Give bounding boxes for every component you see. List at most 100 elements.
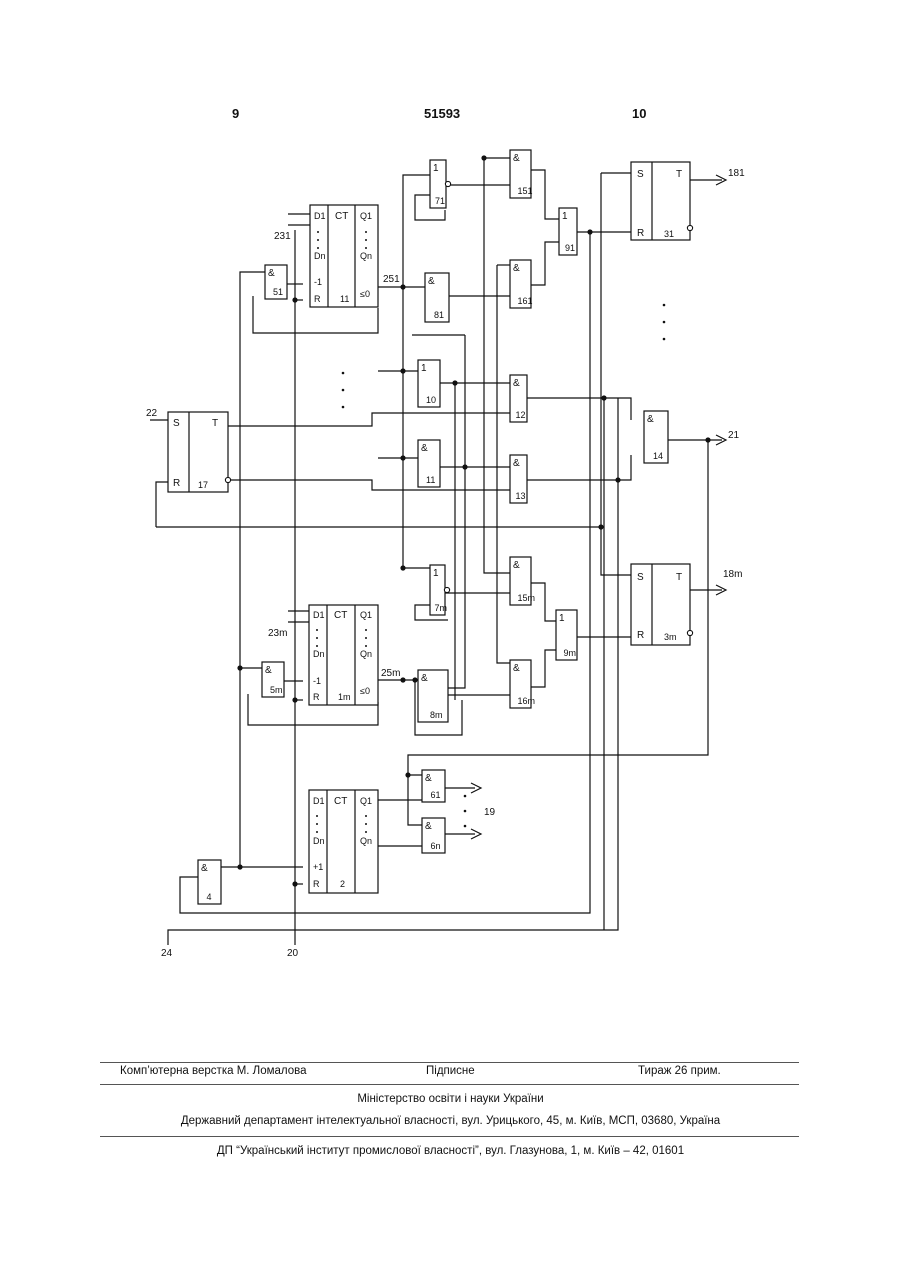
counter-bottom-pin-q1: Q1: [360, 796, 372, 806]
gate-13-label: 13: [516, 491, 526, 501]
footer-department: Державний департамент інтелектуальної вл…: [0, 1115, 901, 1127]
gate-91-symbol: 1: [562, 211, 568, 222]
terminal-23m: 23m: [268, 628, 287, 639]
gate-71-inversion: [445, 181, 450, 186]
counter-top-pin-le0: ≤0: [360, 289, 370, 299]
gate-7m-label: 7m: [435, 603, 448, 613]
footer-signed: Підписне: [426, 1065, 475, 1077]
gate-16m-symbol: &: [513, 663, 520, 674]
gate-4-label: 4: [207, 892, 212, 902]
counter-top-pin-qn: Qn: [360, 251, 372, 261]
trigger-3m-label: 3m: [664, 632, 677, 642]
gate-91-label: 91: [565, 243, 575, 253]
terminal-24: 24: [161, 948, 173, 959]
terminal-21: 21: [728, 430, 740, 441]
gate-151-label: 151: [518, 186, 533, 196]
gate-10-symbol: 1: [421, 363, 427, 374]
counter-top-label: 11: [340, 294, 349, 304]
gate-11-label: 11: [426, 475, 435, 485]
trigger-31-r: R: [637, 228, 644, 239]
trigger-17-label: 17: [198, 480, 208, 490]
counter-top-title: CT: [335, 211, 348, 222]
gate-8m-symbol: &: [421, 673, 428, 684]
footer-rule-1: [100, 1062, 799, 1063]
gate-6n-label: 6n: [431, 841, 441, 851]
trigger-31-label: 31: [664, 229, 674, 239]
counter-mid-pin-r: R: [313, 692, 320, 702]
circuit-schematic: D1 Dn -1 R CT 11 Q1 Qn ≤0 D1 Dn -1 R CT …: [0, 0, 901, 1000]
gate-14-symbol: &: [647, 414, 654, 425]
trigger-31-s: S: [637, 169, 644, 180]
junction-dots: [237, 155, 710, 886]
trigger-17-t: T: [212, 418, 218, 429]
gate-71-symbol: 1: [433, 163, 439, 174]
gate-161-label: 161: [518, 296, 533, 306]
gate-4-symbol: &: [201, 863, 208, 874]
gate-7m-inversion: [444, 587, 449, 592]
footer-ministry: Міністерство освіти і науки України: [0, 1093, 901, 1105]
trigger-17-s: S: [173, 418, 180, 429]
footer-institute: ДП “Український інститут промислової вла…: [0, 1145, 901, 1157]
counter-mid-pin-le0: ≤0: [360, 686, 370, 696]
gate-161-symbol: &: [513, 263, 520, 274]
gate-151-symbol: &: [513, 153, 520, 164]
trigger-3m-r: R: [637, 630, 644, 641]
gate-12-symbol: &: [513, 378, 520, 389]
counter-top-pin-q1: Q1: [360, 211, 372, 221]
gate-81-symbol: &: [428, 276, 435, 287]
terminal-22: 22: [146, 408, 158, 419]
gate-7m-symbol: 1: [433, 568, 439, 579]
counter-top-pin-minus1: -1: [314, 277, 322, 287]
terminal-20: 20: [287, 948, 299, 959]
counter-mid-label: 1m: [338, 692, 351, 702]
gate-12-label: 12: [516, 410, 526, 420]
counter-mid-pin-minus1: -1: [313, 676, 321, 686]
counter-mid-title: CT: [334, 610, 347, 621]
counter-top-pin-r: R: [314, 294, 321, 304]
gate-11-symbol: &: [421, 443, 428, 454]
gate-5m-label: 5m: [270, 685, 283, 695]
gate-10-label: 10: [426, 395, 436, 405]
terminal-18m: 18m: [723, 569, 742, 580]
gate-6n-symbol: &: [425, 821, 432, 832]
trigger-3m-t: T: [676, 572, 682, 583]
counter-bottom-pin-plus1: +1: [313, 862, 323, 872]
footer-typesetting: Комп’ютерна верстка М. Ломалова: [120, 1065, 307, 1077]
counter-bottom-pin-r: R: [313, 879, 320, 889]
counter-mid-pin-q1: Q1: [360, 610, 372, 620]
ellipsis-dots: [316, 231, 665, 833]
trigger-31-t: T: [676, 169, 682, 180]
terminal-19: 19: [484, 807, 496, 818]
counter-mid-pin-dn: Dn: [313, 649, 325, 659]
counter-mid-pin-qn: Qn: [360, 649, 372, 659]
terminal-181: 181: [728, 168, 745, 179]
gate-15m-label: 15m: [518, 593, 536, 603]
footer-rule-2: [100, 1084, 799, 1085]
counter-bottom-pin-d1: D1: [313, 796, 325, 806]
trigger-3m-s: S: [637, 572, 644, 583]
counter-bottom-title: CT: [334, 796, 347, 807]
gate-71-label: 71: [435, 196, 445, 206]
output-arrows: [471, 175, 726, 839]
counter-bottom-pin-qn: Qn: [360, 836, 372, 846]
gate-9m-symbol: 1: [559, 613, 565, 624]
gate-61-label: 61: [431, 790, 441, 800]
footer-circulation: Тираж 26 прим.: [638, 1065, 721, 1077]
gate-5m-symbol: &: [265, 665, 272, 676]
counter-bottom-pin-dn: Dn: [313, 836, 325, 846]
gate-16m-label: 16m: [518, 696, 536, 706]
gate-51-label: 51: [273, 287, 283, 297]
node-25m: 25m: [381, 668, 400, 679]
trigger-17-r: R: [173, 478, 180, 489]
gate-14-label: 14: [653, 451, 663, 461]
gate-8m-label: 8m: [430, 710, 443, 720]
node-251: 251: [383, 274, 400, 285]
gate-13-symbol: &: [513, 458, 520, 469]
footer-rule-3: [100, 1136, 799, 1137]
gate-51-symbol: &: [268, 268, 275, 279]
counter-top-pin-d1: D1: [314, 211, 326, 221]
gate-61-symbol: &: [425, 773, 432, 784]
terminal-231: 231: [274, 231, 291, 242]
gate-81-label: 81: [434, 310, 444, 320]
gate-15m-symbol: &: [513, 560, 520, 571]
